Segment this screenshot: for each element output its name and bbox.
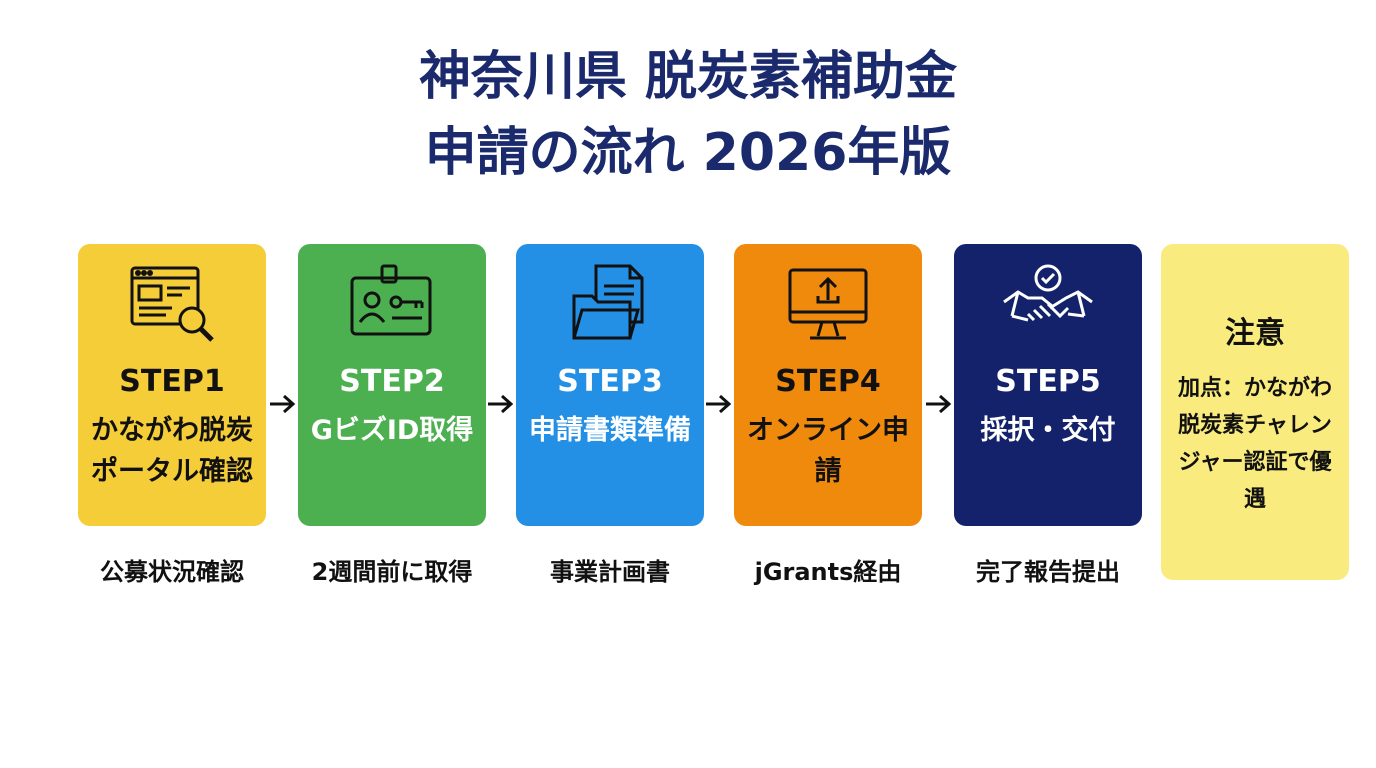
step2-label: GビズID取得 <box>310 415 474 446</box>
step2-subtext: 2週間前に取得 <box>311 558 473 586</box>
step1-subtext: 公募状況確認 <box>100 558 244 586</box>
arrow-right-icon <box>486 392 514 416</box>
step1-card: STEP1 かながわ脱炭ポータル確認 <box>78 244 266 526</box>
arrow-right-icon <box>704 392 732 416</box>
web-search-icon <box>78 262 266 346</box>
note-title: 注意 <box>1225 316 1285 351</box>
step3-title: STEP3 <box>557 364 663 399</box>
note-panel: 注意 加点：かながわ脱炭素チャレンジャー認証で優遇 <box>1161 244 1349 580</box>
step5-label: 採択・交付 <box>980 415 1116 446</box>
step5-title: STEP5 <box>995 364 1101 399</box>
page-title-line1: 神奈川県 脱炭素補助金 <box>418 47 958 107</box>
arrow-right-icon <box>924 392 952 416</box>
step1-title: STEP1 <box>119 364 225 399</box>
note-body: 加点：かながわ脱炭素チャレンジャー認証で優遇 <box>1177 376 1332 512</box>
step4-title: STEP4 <box>775 364 881 399</box>
step3-subtext: 事業計画書 <box>550 558 670 586</box>
step4-card: STEP4 オンライン申請 <box>734 244 922 526</box>
step4-label: オンライン申請 <box>747 415 909 487</box>
page-title-line2: 申請の流れ 2026年版 <box>424 123 952 183</box>
step2-card: STEP2 GビズID取得 <box>298 244 486 526</box>
step4-subtext: jGrants経由 <box>754 558 902 586</box>
step3-label: 申請書類準備 <box>529 415 691 446</box>
step2-title: STEP2 <box>339 364 445 399</box>
arrow-right-icon <box>268 392 296 416</box>
documents-folder-icon <box>516 262 704 346</box>
id-card-key-icon <box>298 262 486 346</box>
step5-card: STEP5 採択・交付 <box>954 244 1142 526</box>
step3-card: STEP3 申請書類準備 <box>516 244 704 526</box>
monitor-upload-icon <box>734 262 922 346</box>
handshake-check-icon <box>954 262 1142 346</box>
step1-label: かながわ脱炭ポータル確認 <box>91 415 253 487</box>
step5-subtext: 完了報告提出 <box>976 558 1120 586</box>
